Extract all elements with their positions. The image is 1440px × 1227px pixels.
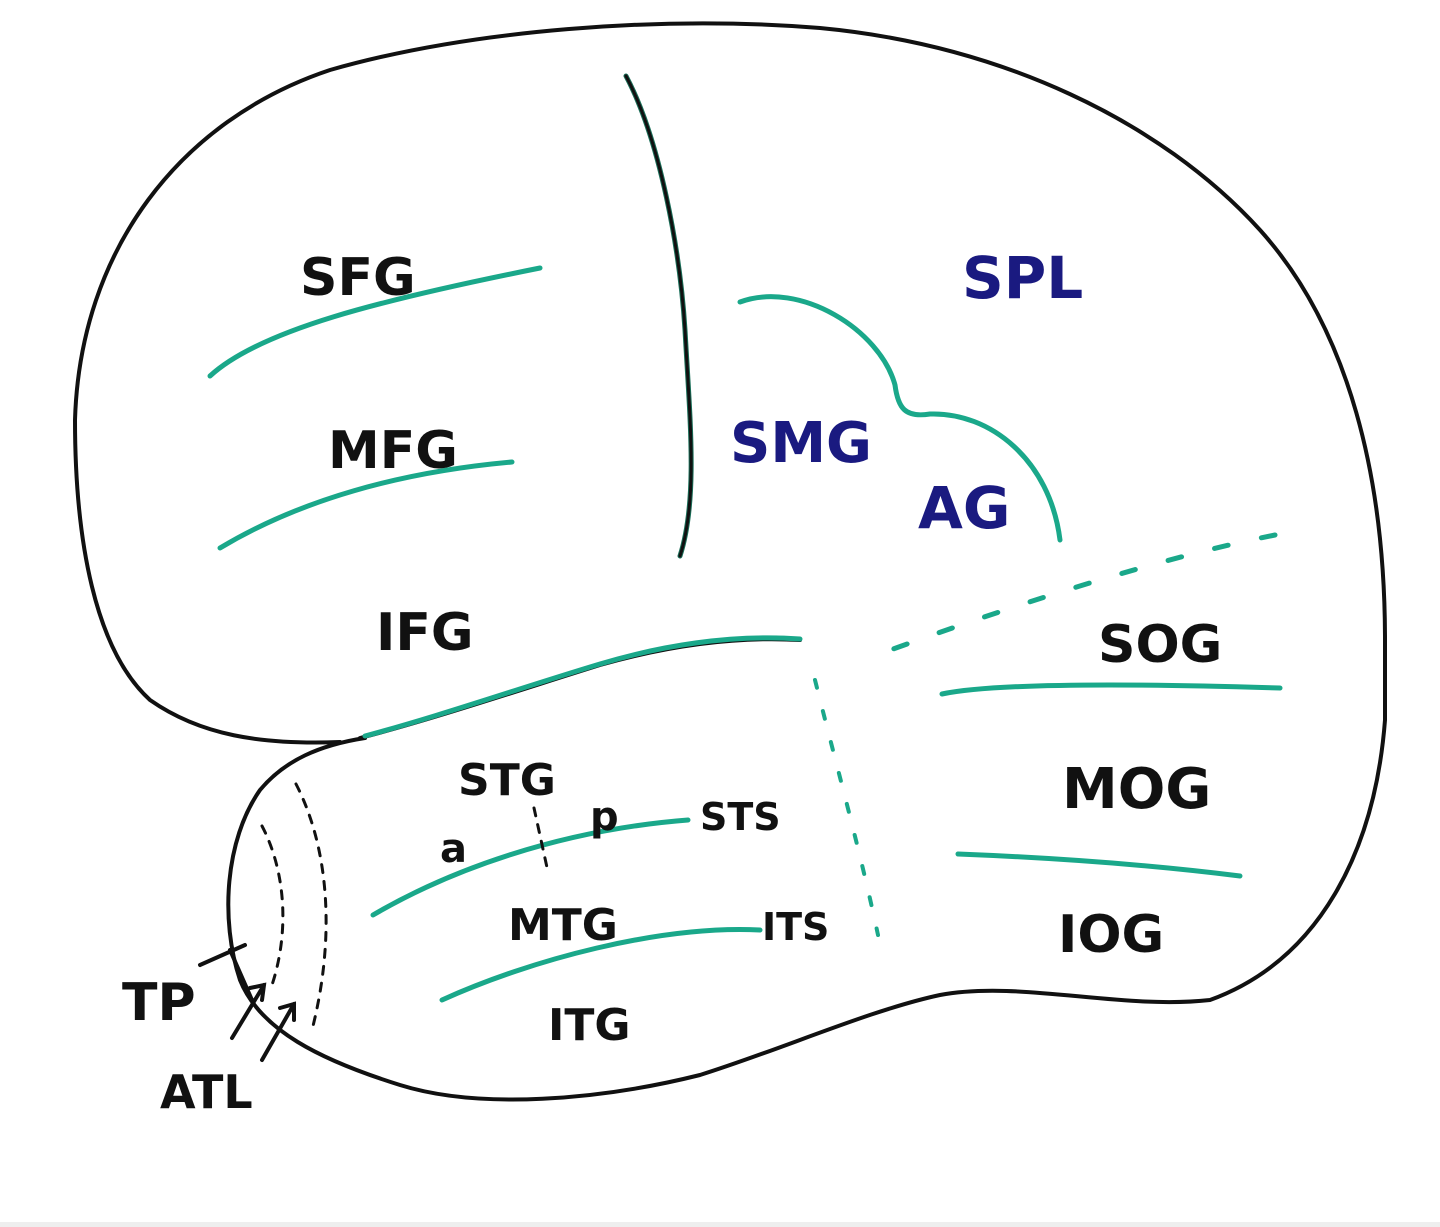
label-tp: TP [122,973,196,1033]
central-sulcus [623,73,694,559]
label-mtg: MTG [508,900,618,951]
inferior-occipital-sulcus [955,851,1243,879]
temporo-occipital-boundary [813,678,880,937]
label-spl: SPL [962,244,1083,312]
brain-outline [73,21,1387,1102]
superior-frontal-sulcus [207,265,543,379]
label-its: ITS [762,905,829,949]
stg-anterior-posterior-divider [532,806,550,874]
intraparietal-sulcus [737,294,1063,543]
atl-pointer-1 [230,982,267,1040]
atl-boundary-outer [294,782,328,1032]
bottom-edge-strip [0,1222,1440,1227]
label-ifg: IFG [376,603,474,663]
atl-pointer-2 [260,1001,296,1062]
atl-boundary-inner [260,824,285,987]
label-stg: STG [458,755,556,806]
label-sfg: SFG [300,248,416,308]
label-ag: AG [918,474,1011,542]
label-stg-posterior: p [590,794,619,840]
parieto-occipital-boundary [882,532,1278,655]
inferior-frontal-sulcus [217,459,515,551]
label-atl: ATL [160,1065,253,1119]
central-sulcus-dark [624,74,693,558]
label-stg-anterior: a [440,826,467,872]
lateral-sulcus [362,635,803,739]
superior-temporal-sulcus [370,817,691,918]
label-itg: ITG [548,1000,631,1051]
superior-occipital-sulcus [939,682,1283,697]
label-iog: IOG [1058,905,1164,965]
tp-pointer [198,943,254,1002]
inferior-temporal-sulcus [439,927,763,1003]
label-mfg: MFG [328,421,458,481]
label-sog: SOG [1098,615,1222,675]
label-sts: STS [700,795,781,839]
label-smg: SMG [730,411,872,476]
label-mog: MOG [1062,757,1211,822]
